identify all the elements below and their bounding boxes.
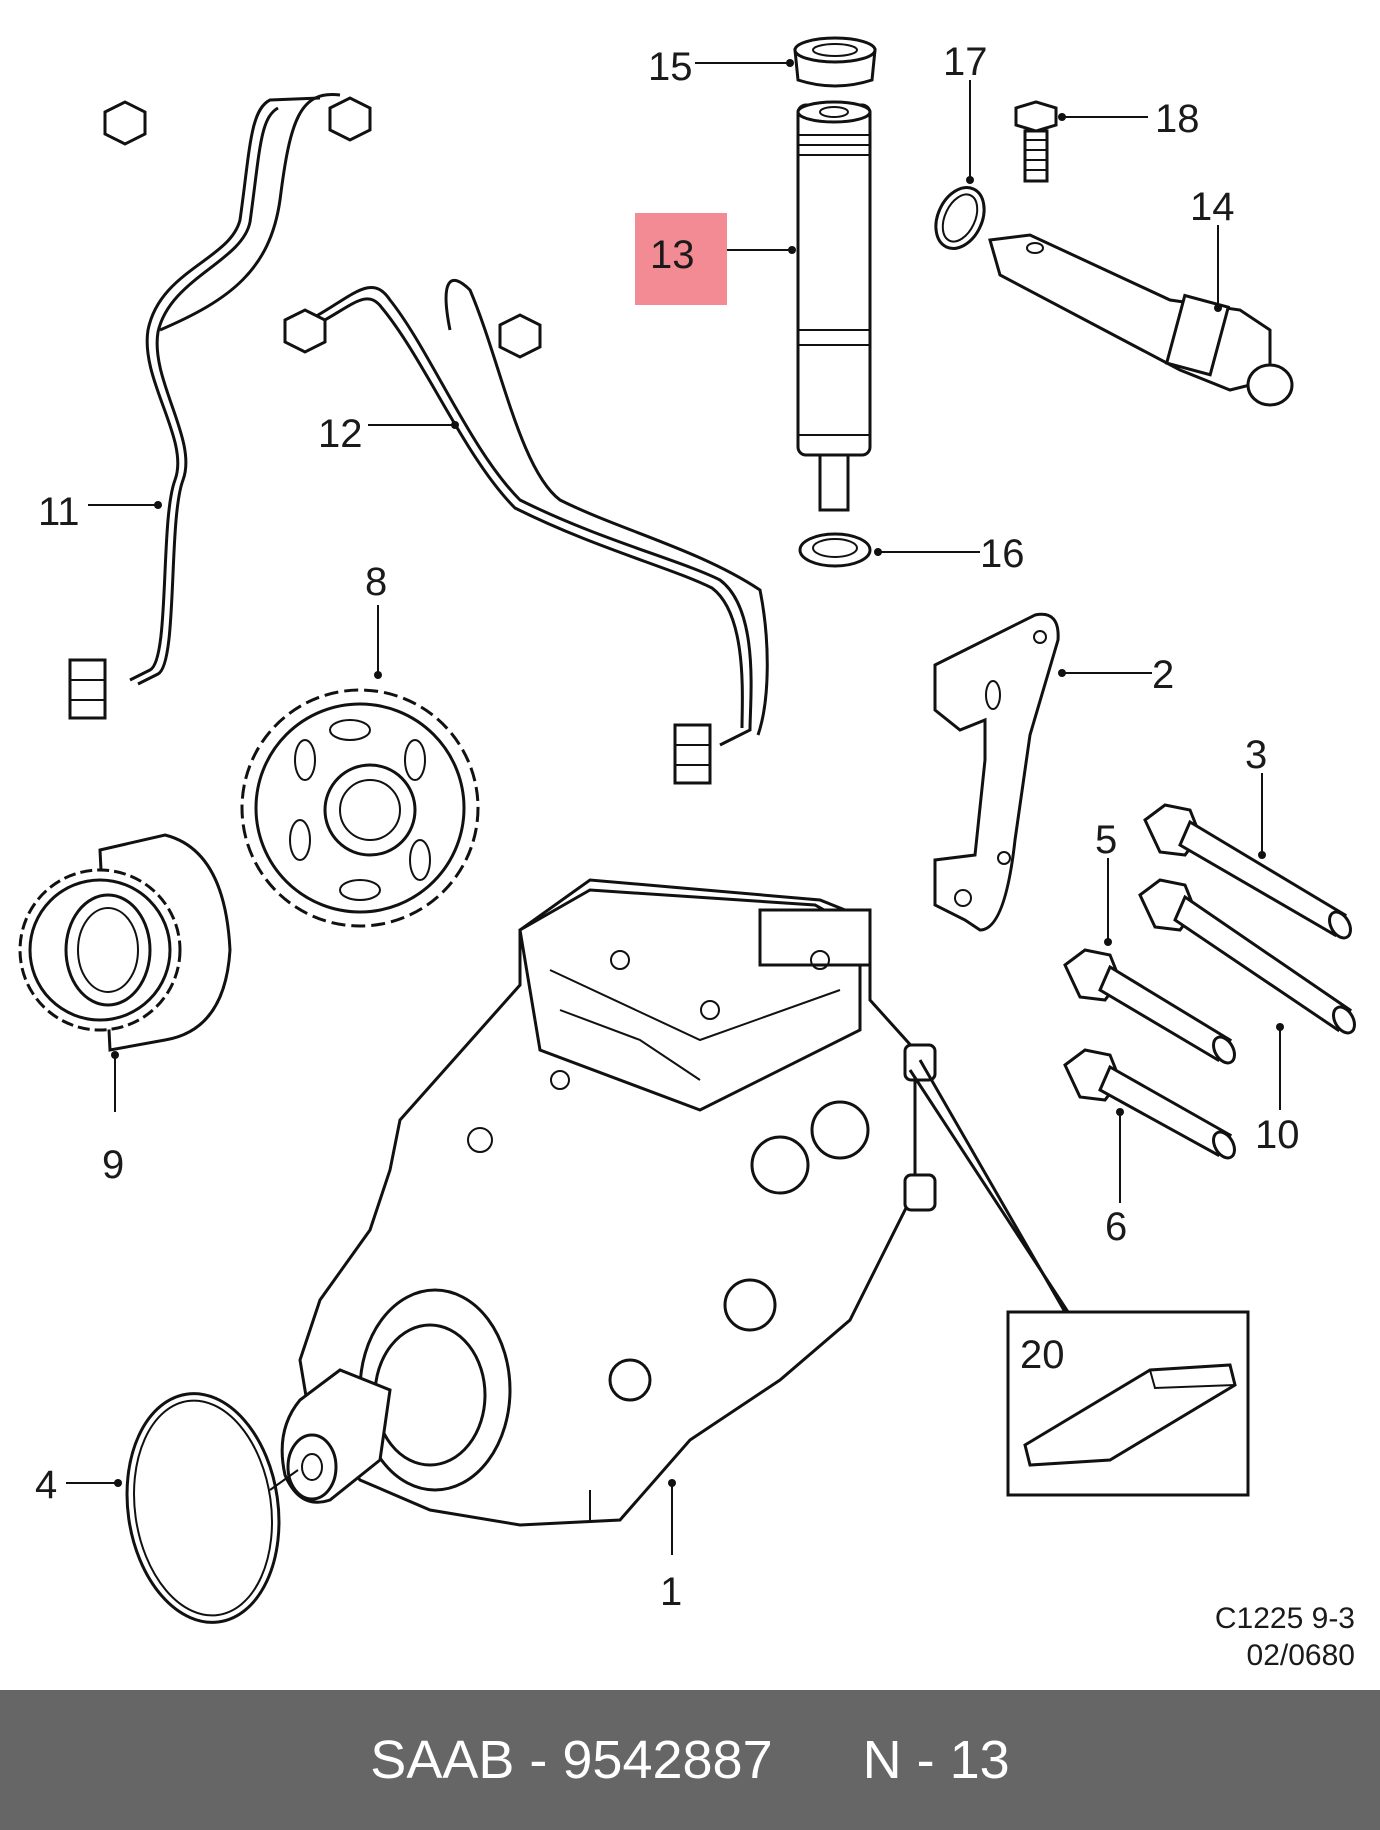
bolt-10 — [1138, 878, 1356, 1035]
reference-code: C1225 9-3 — [1215, 1602, 1355, 1635]
o-ring-4 — [125, 1392, 299, 1624]
callout-labels: 15 13 17 18 14 16 12 11 8 2 3 5 9 10 6 2… — [35, 40, 1300, 1614]
part-info-footer: SAAB - 9542887 N - 13 — [0, 1690, 1380, 1830]
callout-18: 18 — [1155, 97, 1200, 141]
callout-9: 9 — [102, 1143, 124, 1187]
callout-12: 12 — [318, 412, 363, 456]
part-info-text: SAAB - 9542887 N - 13 — [370, 1730, 1010, 1790]
callout-13: 13 — [650, 233, 695, 277]
sprocket-9 — [18, 833, 232, 1052]
bolt-18 — [1014, 100, 1058, 183]
reference-date-code: 02/0680 — [1247, 1639, 1355, 1672]
seal-15 — [793, 36, 877, 88]
callout-14: 14 — [1190, 185, 1235, 229]
callout-3: 3 — [1245, 733, 1267, 777]
injection-pipe-11 — [68, 92, 372, 720]
diagram-position: N - 13 — [862, 1730, 1010, 1790]
bracket-2 — [933, 612, 1060, 932]
exploded-parts-diagram: 15 13 17 18 14 16 12 11 8 2 3 5 9 10 6 2… — [18, 36, 1356, 1672]
callout-8: 8 — [365, 560, 387, 604]
seal-16 — [798, 532, 872, 568]
o-ring-17 — [934, 186, 986, 250]
callout-10: 10 — [1255, 1113, 1300, 1157]
callout-17: 17 — [943, 40, 988, 84]
brand-name: SAAB — [370, 1730, 515, 1790]
callout-15: 15 — [648, 45, 693, 89]
callout-5: 5 — [1095, 818, 1117, 862]
clamp-14 — [988, 233, 1294, 407]
callout-16: 16 — [980, 532, 1025, 576]
bolt-6 — [1063, 1048, 1236, 1160]
injector-13 — [796, 100, 872, 512]
leader-lines — [66, 59, 1284, 1555]
callout-11: 11 — [38, 490, 80, 534]
callout-6: 6 — [1105, 1205, 1127, 1249]
callout-1: 1 — [660, 1570, 682, 1614]
fuel-pump-1 — [280, 878, 937, 1527]
inset-box-20 — [908, 1059, 1250, 1497]
bolt-3 — [1143, 803, 1352, 940]
callout-2: 2 — [1152, 653, 1174, 697]
callout-4: 4 — [35, 1463, 57, 1507]
sprocket-8 — [240, 688, 480, 928]
bolt-5 — [1063, 948, 1236, 1065]
injection-pipe-12 — [283, 278, 769, 785]
callout-13-highlight — [635, 213, 727, 305]
callout-20: 20 — [1020, 1333, 1065, 1377]
part-number: 9542887 — [562, 1730, 773, 1790]
